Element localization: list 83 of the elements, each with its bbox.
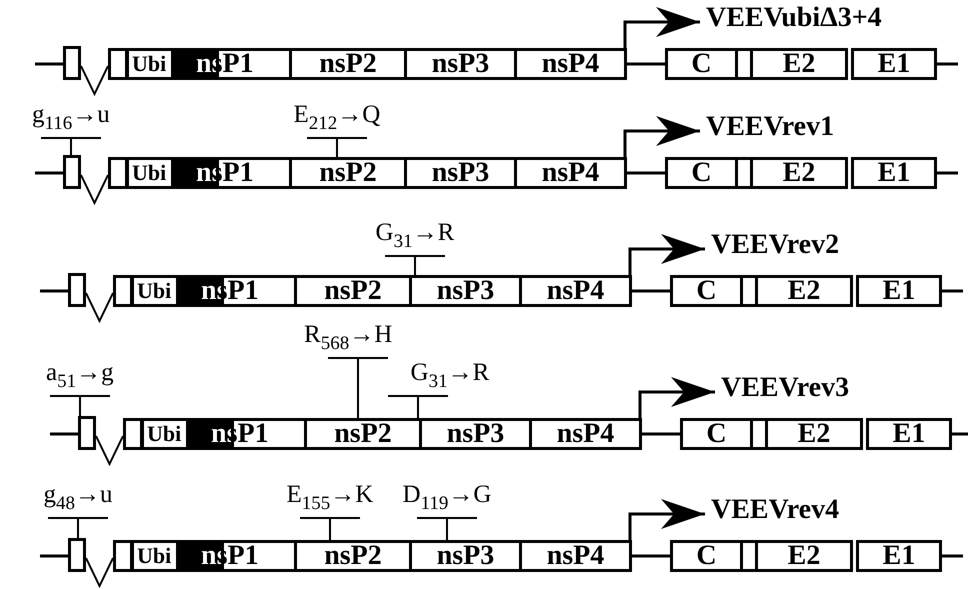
gene-segment: C (665, 48, 738, 80)
gene-segment: C (670, 540, 743, 572)
gene-segment: nsP4 (519, 275, 632, 307)
leader-line (384, 255, 446, 276)
mutation-label: G$_{31}$→R (376, 220, 454, 255)
gene-segment: nsP3 (409, 540, 522, 572)
mutation-label: a$_{51}$→g (46, 360, 114, 395)
splice-line (85, 558, 114, 588)
promoter-arrow (628, 499, 705, 540)
genome-line (632, 554, 670, 558)
construct-name: VEEVrev2 (711, 230, 840, 260)
construct-name: VEEVrev1 (706, 112, 834, 142)
construct-name: VEEVrev3 (721, 373, 850, 403)
utr-box (68, 538, 86, 572)
leader-box (108, 157, 128, 189)
gene-segment: E2 (755, 540, 853, 572)
construct-name: VEEVubiΔ3+4 (706, 3, 882, 33)
gene-segment: Ubi (141, 418, 189, 450)
gene-segment: E2 (750, 48, 848, 80)
leader-line (327, 357, 389, 419)
utr-box (63, 46, 81, 80)
mutation-label: G$_{31}$→R (410, 360, 490, 395)
mutation-label: g$_{48}$→u (44, 482, 112, 517)
gene-segment: nsP3 (404, 157, 517, 189)
gene-segment: nsP4 (514, 157, 627, 189)
gene-segment: E1 (856, 275, 942, 307)
leader-line (49, 395, 111, 417)
gene-segment: C (670, 275, 743, 307)
splice-line (85, 292, 114, 324)
leader-line (387, 395, 449, 419)
promoter-arrow (628, 234, 705, 275)
leader-box (123, 418, 143, 450)
splice-line (80, 174, 109, 206)
utr-box (63, 155, 81, 189)
gene-segment: E2 (750, 157, 848, 189)
promoter-arrow (624, 116, 700, 157)
utr-box (78, 416, 96, 450)
genome-line (632, 290, 670, 292)
leader-box (113, 540, 133, 572)
leader-line (299, 517, 361, 541)
leader-line (416, 517, 478, 541)
gene-segment: nsP4 (529, 418, 642, 450)
promoter-arrow (624, 7, 700, 48)
gene-segment: nsP3 (419, 418, 532, 450)
gene-segment: Ubi (131, 540, 179, 572)
leader-line (40, 137, 102, 156)
gene-segment: nsP2 (304, 418, 422, 450)
gene-segment: E1 (866, 418, 952, 450)
mutation-label: g$_{116}$→u (32, 102, 110, 137)
gene-segment: nsP2 (289, 48, 407, 80)
leader-line (47, 517, 109, 539)
leader-box (113, 275, 133, 307)
gene-segment: E1 (851, 157, 937, 189)
mutation-label: E$_{212}$→Q (294, 102, 380, 137)
mutation-label: R$_{568}$→H (304, 322, 392, 357)
gene-segment: E1 (851, 48, 937, 80)
mutation-label: E$_{155}$→K (286, 482, 374, 517)
leader-line (306, 137, 368, 158)
genome-line (642, 432, 680, 436)
splice-line (80, 66, 109, 96)
gene-segment: nsP4 (514, 48, 627, 80)
utr-box (68, 273, 86, 307)
gene-segment: Ubi (126, 48, 174, 80)
construct-name: VEEVrev4 (711, 495, 840, 525)
gene-segment: C (665, 157, 738, 189)
gene-segment: E2 (755, 275, 853, 307)
splice-line (95, 436, 124, 466)
gene-segment: nsP2 (289, 157, 407, 189)
gene-segment: nsP3 (404, 48, 517, 80)
gene-segment: Ubi (131, 275, 179, 307)
promoter-arrow (638, 377, 715, 418)
mutation-label: D$_{119}$→G (402, 482, 492, 517)
genome-line (627, 62, 665, 66)
genome-line (627, 172, 665, 174)
gene-segment: Ubi (126, 157, 174, 189)
gene-segment: E1 (856, 540, 942, 572)
gene-segment: C (680, 418, 753, 450)
gene-segment: nsP4 (519, 540, 632, 572)
leader-box (108, 48, 128, 80)
gene-segment: E2 (765, 418, 863, 450)
gene-segment: nsP2 (294, 540, 412, 572)
gene-segment: nsP3 (409, 275, 522, 307)
gene-segment: nsP2 (294, 275, 412, 307)
